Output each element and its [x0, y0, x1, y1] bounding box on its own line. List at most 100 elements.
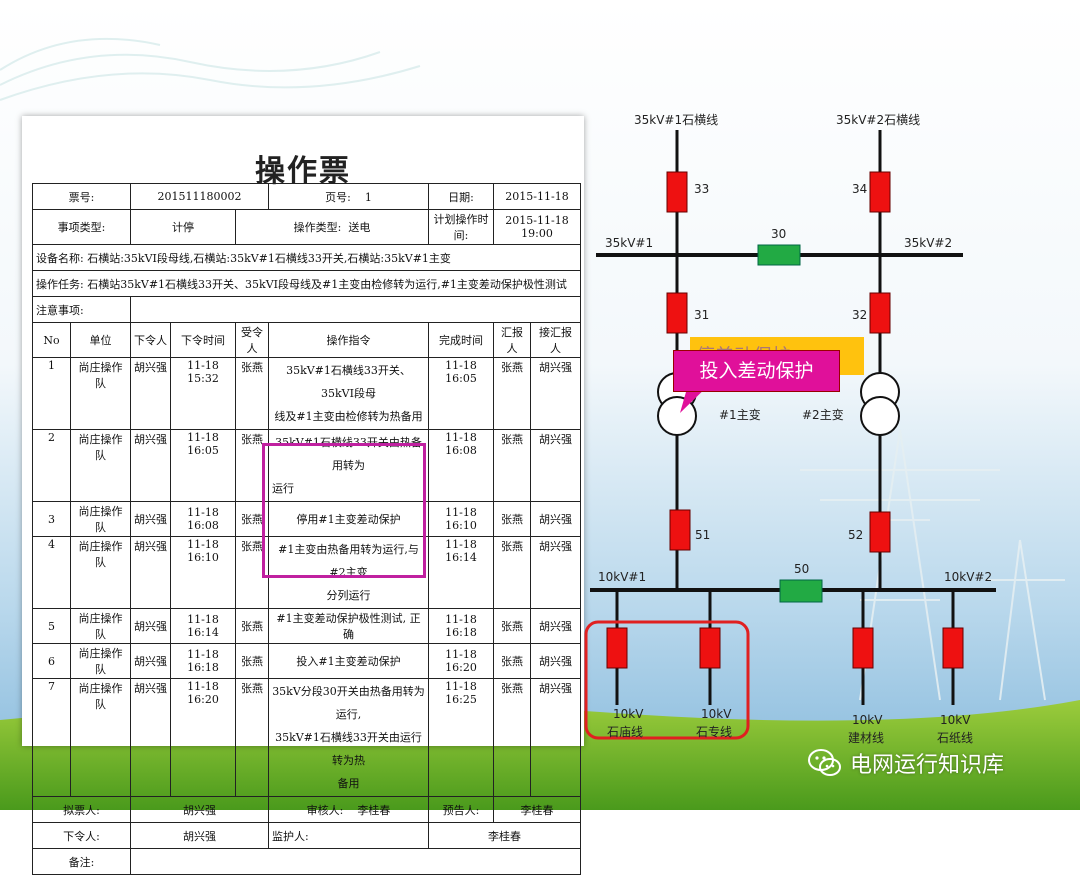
task-label: 操作任务: [36, 277, 84, 291]
row-issue-time: 11-18 16:10 [170, 536, 236, 609]
line2-label: 35kV#2石横线 [836, 113, 921, 127]
ticket-no-label: 票号: [32, 183, 131, 210]
table-row: 6 尚庄操作队 胡兴强 11-18 16:18 张燕 投入#1主变差动保护 11… [32, 643, 582, 679]
row-unit: 尚庄操作队 [70, 501, 131, 537]
row-command-line: 35kV#1石横线33开关由运行转为热 [275, 731, 422, 767]
feeder-highlight-box [584, 620, 750, 740]
table-row: 1 尚庄操作队 胡兴强 11-18 15:32 张燕 35kV#1石横线33开关… [32, 357, 582, 430]
bus10-1-label: 10kV#1 [598, 570, 647, 584]
feeder-name-4: 石纸线 [937, 731, 974, 745]
row-report-to: 胡兴强 [529, 501, 582, 537]
breaker-31 [666, 292, 688, 334]
row-no: 3 [32, 501, 71, 537]
col-header: 单位 [70, 322, 131, 358]
row-command-line: 分列运行 [326, 589, 371, 602]
bus10-2-label: 10kV#2 [944, 570, 993, 584]
row-report-to: 胡兴强 [529, 357, 582, 430]
equipment-row: 设备名称: 石横站:35kVⅠ段母线,石横站:35kV#1石横线33开关,石横站… [31, 244, 582, 271]
breaker-33 [666, 171, 688, 213]
col-header: No [32, 322, 71, 358]
row-unit: 尚庄操作队 [70, 429, 131, 502]
task-value: 石横站35kV#1石横线33开关、35kVⅠ段母线及#1主变由检修转为运行,#1… [87, 277, 567, 291]
row-receiver: 张燕 [235, 678, 269, 797]
row-no: 5 [32, 608, 71, 644]
col-header: 完成时间 [428, 322, 494, 358]
bus35-1-label: 35kV#1 [605, 236, 654, 250]
row-report-to: 胡兴强 [529, 536, 582, 609]
breaker-31-label: 31 [694, 308, 710, 322]
row-unit: 尚庄操作队 [70, 678, 131, 797]
row-command-line: 35kV#1石横线33开关、35kVⅠ段母 [286, 364, 411, 400]
remark-label: 备注: [32, 848, 131, 875]
row-issue-time: 11-18 16:08 [170, 501, 236, 537]
line1-label: 35kV#1石横线 [634, 113, 719, 127]
bus35-2-label: 35kV#2 [904, 236, 953, 250]
row-no: 4 [32, 536, 71, 609]
col-header: 接汇报人 [529, 322, 582, 358]
feeder-name-1: 石庙线 [607, 725, 644, 739]
item-type-label: 事项类型: [32, 209, 131, 245]
row-command: 停用#1主变差动保护 [268, 501, 429, 537]
breaker-feeder-4 [942, 627, 964, 669]
table-row: 4 尚庄操作队 胡兴强 11-18 16:10 张燕 #1主变由热备用转为运行,… [32, 536, 582, 609]
breaker-32-label: 32 [852, 308, 868, 322]
row-no: 2 [32, 429, 71, 502]
table-row: 7 尚庄操作队 胡兴强 11-18 16:20 张燕 35kV分段30开关由热备… [32, 678, 582, 797]
item-type: 计停 [130, 209, 236, 245]
row-reporter: 张燕 [493, 643, 531, 679]
row-unit: 尚庄操作队 [70, 357, 131, 430]
breaker-50 [779, 579, 823, 603]
wechat-icon [808, 749, 841, 776]
row-done-time: 11-18 16:18 [428, 608, 494, 644]
feeder-kv-2: 10kV [701, 707, 732, 721]
breaker-30-label: 30 [771, 227, 787, 241]
breaker-32 [869, 292, 891, 334]
row-reporter: 张燕 [493, 501, 531, 537]
tx2-label: #2主变 [802, 408, 844, 422]
orderer: 胡兴强 [130, 822, 269, 849]
breaker-51 [669, 509, 691, 551]
row-issuer: 胡兴强 [130, 536, 171, 609]
decorative-swirl-lines [0, 37, 421, 101]
feeder-label-1: 10kV [613, 707, 643, 721]
breaker-feeder-3 [852, 627, 874, 669]
row-receiver: 张燕 [235, 643, 269, 679]
feeder-name-3: 建材线 [848, 731, 885, 745]
row-issuer: 胡兴强 [130, 608, 171, 644]
row-command-line: 备用 [337, 777, 360, 790]
equipment-value: 石横站:35kVⅠ段母线,石横站:35kV#1石横线33开关,石横站:35kV#… [87, 251, 451, 265]
plan-time-label: 计划操作时间: [428, 209, 494, 245]
highlighted-steps-box [262, 443, 426, 578]
breaker-feeder-2 [699, 627, 721, 669]
page-label: 页号: [325, 190, 351, 204]
row-reporter: 张燕 [493, 678, 531, 797]
equipment-label: 设备名称: [36, 251, 84, 265]
row-command-line: 35kV分段30开关由热备用转为运行, [272, 685, 425, 721]
row-issuer: 胡兴强 [130, 429, 171, 502]
remark-value [129, 848, 582, 875]
row-command-line: 运行 [272, 482, 294, 495]
ticket-no: 201511180002 [130, 183, 269, 210]
guardian-label: 监护人: [268, 822, 429, 849]
breaker-51-label: 51 [695, 528, 711, 542]
op-type-cell: 操作类型: 送电 [235, 209, 429, 245]
breaker-34 [869, 171, 891, 213]
row-reporter: 张燕 [493, 608, 531, 644]
transformer-2 [860, 372, 900, 436]
page-no: 1 [364, 190, 372, 204]
page-no-cell: 页号: 1 [268, 183, 429, 210]
task-row: 操作任务: 石横站35kV#1石横线33开关、35kVⅠ段母线及#1主变由检修转… [31, 270, 582, 297]
row-report-to: 胡兴强 [529, 429, 582, 502]
op-type-label: 操作类型: [293, 221, 342, 234]
row-issue-time: 11-18 16:20 [170, 678, 236, 797]
plan-time: 2015-11-18 19:00 [492, 209, 582, 245]
date-value: 2015-11-18 [492, 183, 582, 210]
op-type: 送电 [348, 221, 371, 234]
row-command: 35kV#1石横线33开关、35kVⅠ段母线及#1主变由检修转为热备用 [268, 357, 429, 430]
row-done-time: 11-18 16:20 [428, 643, 494, 679]
breaker-34-label: 34 [852, 182, 868, 196]
row-issuer: 胡兴强 [130, 643, 171, 679]
tx1-label: #1主变 [719, 408, 761, 422]
table-row: 5 尚庄操作队 胡兴强 11-18 16:14 张燕 #1主变差动保护极性测试,… [32, 608, 582, 644]
row-command: #1主变差动保护极性测试, 正确 [268, 608, 429, 644]
